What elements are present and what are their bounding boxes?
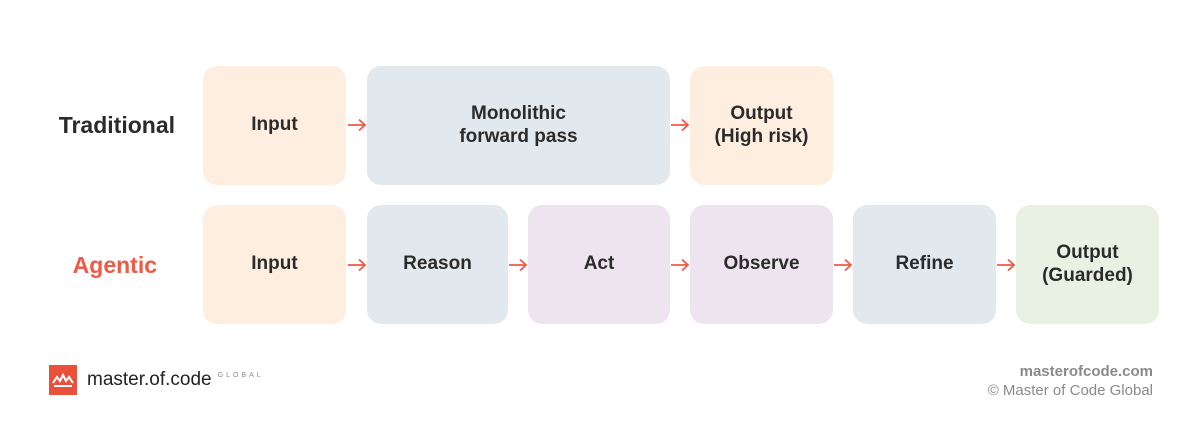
agentic-refine-box: Refine — [853, 205, 996, 324]
agentic-reason-box: Reason — [367, 205, 508, 324]
agentic-observe-box: Observe — [690, 205, 833, 324]
brand-sub: GLOBAL — [217, 371, 264, 379]
arrow-icon — [509, 258, 528, 272]
arrow-icon — [348, 258, 367, 272]
arrow-icon — [671, 118, 690, 132]
traditional-output-box: Output (High risk) — [690, 66, 833, 185]
arrow-icon — [348, 118, 367, 132]
agentic-output-box: Output (Guarded) — [1016, 205, 1159, 324]
agentic-act-box: Act — [528, 205, 670, 324]
brand-name: master.of.code — [87, 369, 212, 390]
arrow-icon — [834, 258, 853, 272]
row-label-traditional: Traditional — [58, 112, 175, 138]
copyright-text: © Master of Code Global — [987, 382, 1153, 399]
traditional-forward-pass-box: Monolithic forward pass — [367, 66, 670, 185]
agentic-input-box: Input — [203, 205, 346, 324]
row-label-agentic: Agentic — [72, 252, 157, 278]
site-link[interactable]: masterofcode.com — [1019, 363, 1153, 380]
arrow-icon — [997, 258, 1016, 272]
brand-logo: master.of.code GLOBAL — [49, 365, 264, 395]
arrow-icon — [671, 258, 690, 272]
traditional-input-box: Input — [203, 66, 346, 185]
crown-icon — [49, 365, 77, 395]
